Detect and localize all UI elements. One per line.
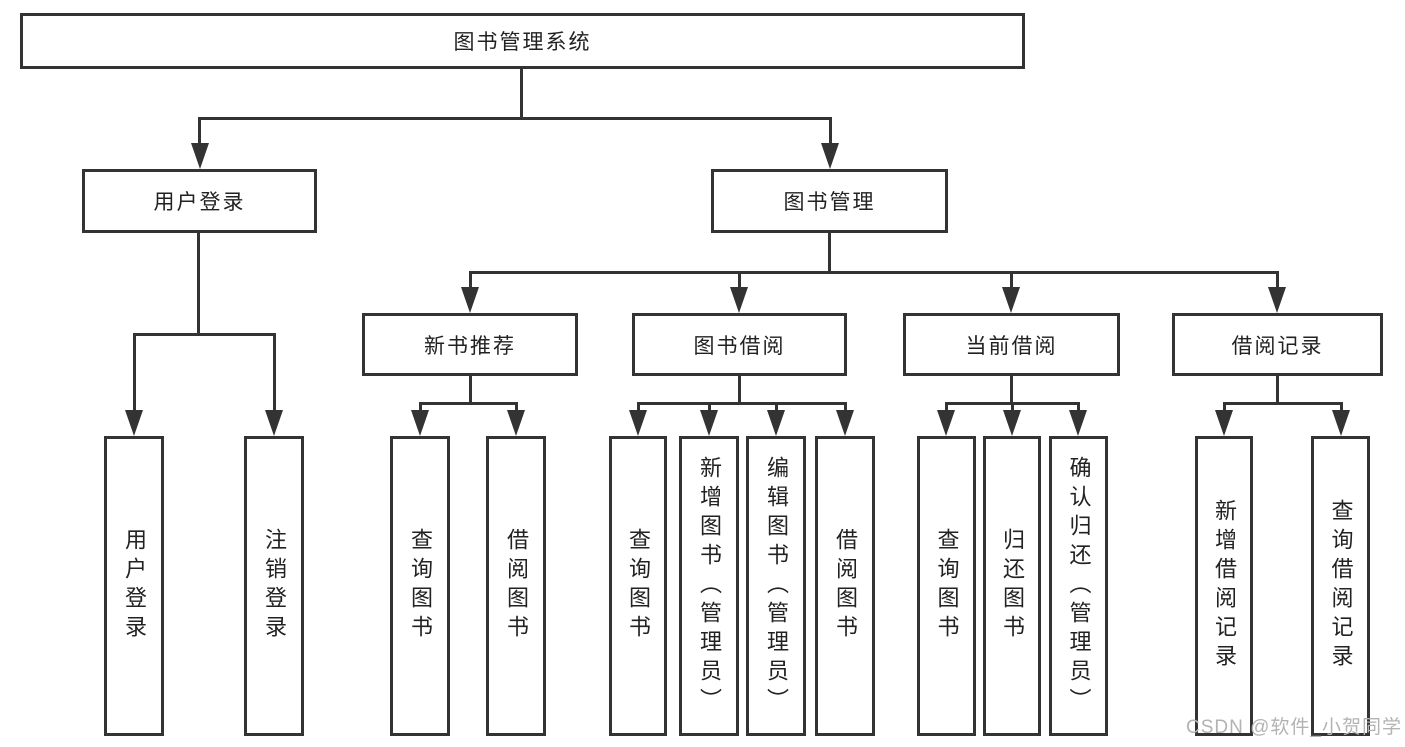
connector-borrow-stub-2 xyxy=(708,402,711,412)
arrowhead-bb-add-book xyxy=(700,410,718,436)
arrowhead-borrow-records xyxy=(1268,287,1286,313)
connector-root-hline xyxy=(199,117,831,120)
connector-borrow-stub-4 xyxy=(844,402,847,412)
connector-root-stub-left xyxy=(198,117,201,150)
connector-current-stub-2 xyxy=(1011,402,1014,412)
arrowhead-cb-return-book xyxy=(1003,410,1021,436)
connector-current-vline xyxy=(1010,376,1013,405)
connector-root-vline xyxy=(520,69,523,117)
node-new-book-recommend: 新书推荐 xyxy=(362,313,578,376)
arrowhead-new-book-recommend xyxy=(461,287,479,313)
arrowhead-rec-borrow-book xyxy=(507,410,525,436)
connector-bookmgmt-stub-1 xyxy=(469,271,472,287)
connector-records-hline xyxy=(1223,402,1342,405)
leaf-logout: 注销登录 xyxy=(244,436,304,736)
arrowhead-user-login xyxy=(191,143,209,169)
connector-bookmgmt-hline xyxy=(469,271,1279,274)
connector-bookmgmt-stub-2 xyxy=(738,271,741,287)
connector-records-stub-1 xyxy=(1223,402,1226,412)
csdn-watermark: CSDN @软件_小贺同学 xyxy=(1186,717,1402,738)
leaf-user-login: 用户登录 xyxy=(104,436,164,736)
connector-bookmgmt-stub-3 xyxy=(1010,271,1013,287)
arrowhead-bb-borrow-book xyxy=(836,410,854,436)
arrowhead-book-management xyxy=(821,143,839,169)
arrowhead-rec-query-book xyxy=(411,410,429,436)
connector-borrow-hline xyxy=(637,402,846,405)
connector-bookmgmt-stub-4 xyxy=(1276,271,1279,287)
connector-borrow-stub-3 xyxy=(775,402,778,412)
node-current-borrow: 当前借阅 xyxy=(903,313,1120,376)
node-library-system: 图书管理系统 xyxy=(20,13,1025,69)
leaf-borrow-query-book: 查询图书 xyxy=(609,436,667,736)
connector-userlogin-stub-2 xyxy=(273,333,276,410)
connector-recommend-stub-1 xyxy=(419,402,422,412)
connector-userlogin-hline xyxy=(133,333,275,336)
leaf-current-query-book: 查询图书 xyxy=(917,436,976,736)
connector-recommend-stub-2 xyxy=(515,402,518,412)
arrowhead-book-borrow xyxy=(730,287,748,313)
connector-userlogin-stub-1 xyxy=(133,333,136,410)
leaf-recommend-query-book: 查询图书 xyxy=(390,436,450,736)
arrowhead-cb-query-book xyxy=(937,410,955,436)
connector-records-vline xyxy=(1276,376,1279,405)
node-book-management: 图书管理 xyxy=(711,169,948,233)
node-book-borrow: 图书借阅 xyxy=(632,313,847,376)
leaf-current-return-book: 归还图书 xyxy=(983,436,1041,736)
leaf-records-query-record: 查询借阅记录 xyxy=(1311,436,1370,736)
leaf-borrow-edit-book-admin: 编辑图书（管理员） xyxy=(746,436,806,736)
connector-root-stub-right xyxy=(829,117,832,150)
arrowhead-br-add-record xyxy=(1215,410,1233,436)
leaf-borrow-borrow-book: 借阅图书 xyxy=(815,436,875,736)
connector-borrow-vline xyxy=(738,376,741,405)
arrowhead-cb-confirm-return xyxy=(1069,410,1087,436)
connector-recommend-vline xyxy=(469,376,472,405)
arrowhead-bb-query-book xyxy=(629,410,647,436)
connector-records-stub-2 xyxy=(1340,402,1343,412)
arrowhead-leaf-user-login xyxy=(125,410,143,436)
connector-recommend-hline xyxy=(419,402,517,405)
node-borrow-records: 借阅记录 xyxy=(1172,313,1383,376)
arrowhead-br-query-record xyxy=(1332,410,1350,436)
node-user-login: 用户登录 xyxy=(82,169,317,233)
leaf-borrow-add-book-admin: 新增图书（管理员） xyxy=(679,436,739,736)
connector-bookmgmt-vline xyxy=(828,233,831,274)
connector-current-stub-1 xyxy=(945,402,948,412)
leaf-recommend-borrow-book: 借阅图书 xyxy=(486,436,546,736)
leaf-current-confirm-return-admin: 确认归还（管理员） xyxy=(1049,436,1108,736)
connector-borrow-stub-1 xyxy=(637,402,640,412)
arrowhead-bb-edit-book xyxy=(767,410,785,436)
connector-userlogin-vline xyxy=(197,233,200,336)
arrowhead-leaf-logout xyxy=(265,410,283,436)
leaf-records-add-record: 新增借阅记录 xyxy=(1195,436,1253,736)
arrowhead-current-borrow xyxy=(1002,287,1020,313)
connector-current-stub-3 xyxy=(1077,402,1080,412)
